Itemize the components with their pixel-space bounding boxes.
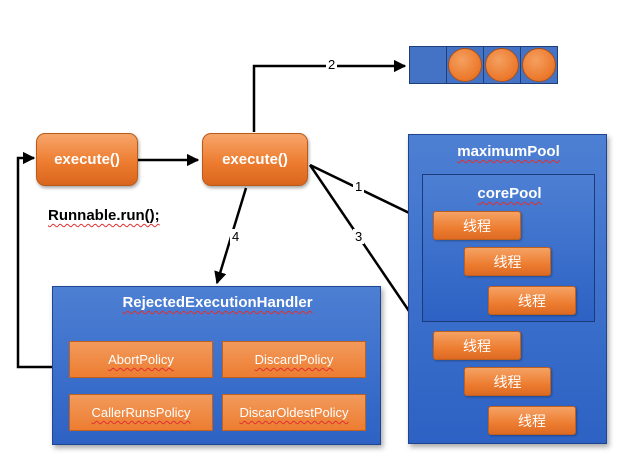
execute-node-left: execute() [36, 133, 138, 186]
queued-task-icon [522, 48, 556, 82]
extra-thread-1: 线程 [433, 331, 521, 360]
edge-label-4: 4 [230, 229, 242, 244]
core-thread-3: 线程 [488, 286, 576, 315]
maximum-pool-title: maximumPool [457, 143, 560, 160]
rejected-handler: RejectedExecutionHandler AbortPolicy Dis… [52, 286, 381, 445]
edge-label-2: 2 [326, 57, 338, 72]
queue-slot [483, 46, 521, 84]
runnable-caption: Runnable.run(); [48, 207, 160, 224]
arrow-path-2-queue [252, 59, 407, 132]
rejected-handler-title: RejectedExecutionHandler [122, 294, 313, 311]
work-queue [409, 46, 559, 84]
policy-abort: AbortPolicy [69, 341, 213, 378]
queued-task-icon [485, 48, 519, 82]
execute-node-right: execute() [202, 133, 308, 186]
core-thread-1: 线程 [433, 211, 521, 240]
queue-slot-empty [409, 46, 447, 84]
core-thread-2: 线程 [464, 247, 551, 276]
policy-discard-oldest: DiscarOldestPolicy [222, 394, 366, 431]
queue-slot [446, 46, 484, 84]
arrow-caller-runs-loop [16, 151, 52, 369]
queued-task-icon [448, 48, 482, 82]
extra-thread-3: 线程 [488, 406, 576, 435]
extra-thread-2: 线程 [464, 367, 551, 396]
policy-caller-runs: CallerRunsPolicy [69, 394, 213, 431]
edge-label-3: 3 [353, 229, 365, 244]
policy-discard: DiscardPolicy [222, 341, 366, 378]
queue-slot [520, 46, 558, 84]
core-pool-title: corePool [477, 185, 542, 202]
edge-label-1: 1 [353, 179, 365, 194]
